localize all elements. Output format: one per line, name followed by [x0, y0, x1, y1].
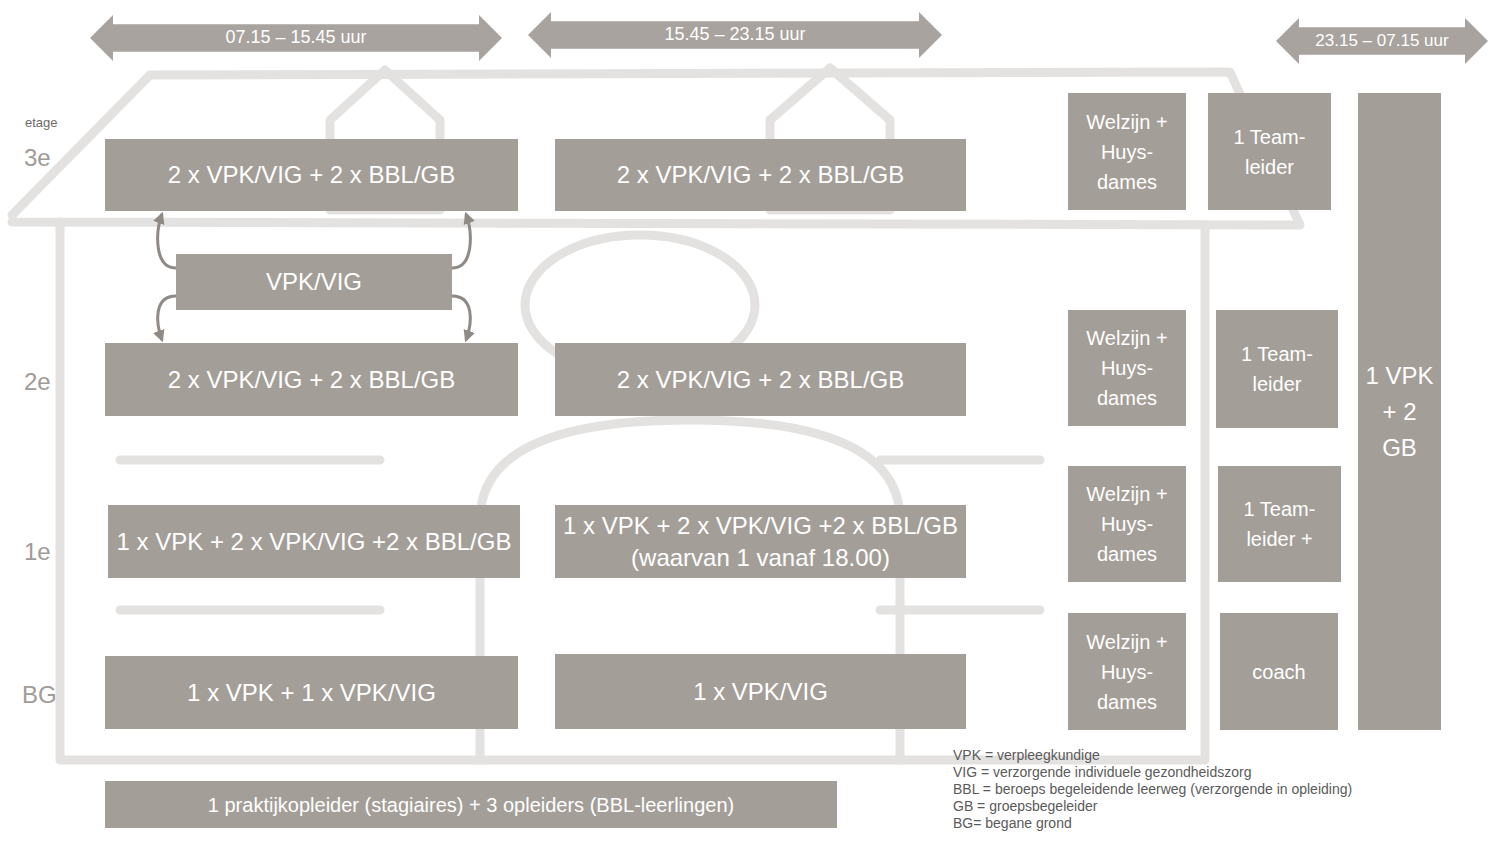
- curved-arrow: [452, 296, 470, 340]
- staff-box: Welzijn + Huys-dames: [1068, 613, 1186, 730]
- box-text: 2 x VPK/VIG + 2 x BBL/GB: [617, 364, 904, 395]
- legend-entry: VPK = verpleegkundige: [953, 747, 1100, 764]
- box-text: 1 x VPK/VIG: [693, 676, 828, 707]
- time-arrow: 23.15 – 07.15 uur: [1276, 18, 1488, 64]
- staff-box: 1 praktijkopleider (stagiaires) + 3 ople…: [105, 781, 837, 828]
- staff-box: 1 Team-leider: [1216, 310, 1338, 428]
- floor-label: 1e: [24, 538, 51, 566]
- staff-box: 1 x VPK/VIG: [555, 654, 966, 729]
- staff-box: 1 x VPK + 2 x VPK/VIG +2 x BBL/GB: [108, 505, 520, 578]
- staff-box: coach: [1220, 613, 1338, 730]
- floor-label: 2e: [24, 368, 51, 396]
- box-text: 2 x VPK/VIG + 2 x BBL/GB: [168, 159, 455, 190]
- box-text: 07.15 – 15.45 uur: [225, 27, 366, 49]
- time-arrow: 07.15 – 15.45 uur: [90, 15, 502, 61]
- staff-box: 1 x VPK + 2 x VPK/VIG +2 x BBL/GB (waarv…: [555, 505, 966, 578]
- staff-box: Welzijn + Huys-dames: [1068, 466, 1186, 582]
- legend-entry: VIG = verzorgende individuele gezondheid…: [953, 764, 1251, 781]
- staff-box: VPK/VIG: [176, 254, 452, 310]
- box-text: 1 Team-leider: [1221, 339, 1333, 399]
- curved-arrow: [158, 214, 176, 268]
- curved-arrow: [158, 296, 176, 340]
- box-text: Welzijn + Huys-dames: [1073, 323, 1181, 413]
- legend-text: BG= begane grond: [953, 815, 1072, 831]
- box-text: 1 Team-leider +: [1223, 494, 1336, 554]
- box-text: 1 x VPK + 2 x VPK/VIG +2 x BBL/GB (waarv…: [560, 510, 961, 572]
- legend-entry: GB = groepsbegeleider: [953, 798, 1097, 815]
- legend-entry: BG= begane grond: [953, 815, 1072, 832]
- box-text: Welzijn + Huys-dames: [1073, 627, 1181, 717]
- staff-box: Welzijn + Huys-dames: [1068, 310, 1186, 426]
- box-text: 2 x VPK/VIG + 2 x BBL/GB: [168, 364, 455, 395]
- box-text: 15.45 – 23.15 uur: [664, 24, 805, 46]
- staff-box: 1 Team-leider +: [1218, 466, 1341, 582]
- box-text: 23.15 – 07.15 uur: [1315, 31, 1448, 51]
- legend-text: VPK = verpleegkundige: [953, 747, 1100, 763]
- curved-arrow: [452, 214, 470, 268]
- box-text: Welzijn + Huys-dames: [1073, 107, 1181, 197]
- box-text: coach: [1252, 657, 1305, 687]
- staff-box: 1 x VPK + 1 x VPK/VIG: [105, 656, 518, 729]
- staff-box: 1 Team-leider: [1208, 93, 1331, 210]
- box-text: 1 x VPK + 2 x VPK/VIG +2 x BBL/GB: [117, 526, 512, 557]
- box-text: Welzijn + Huys-dames: [1073, 479, 1181, 569]
- floor-label: BG: [22, 681, 57, 709]
- staff-box: 2 x VPK/VIG + 2 x BBL/GB: [555, 139, 966, 211]
- time-arrow: 15.45 – 23.15 uur: [528, 12, 942, 58]
- staff-box: 2 x VPK/VIG + 2 x BBL/GB: [105, 343, 518, 416]
- box-text: 1 VPK + 2 GB: [1363, 358, 1436, 466]
- box-text: 1 Team-leider: [1213, 122, 1326, 182]
- box-text: 1 praktijkopleider (stagiaires) + 3 ople…: [208, 792, 734, 818]
- box-text: 2 x VPK/VIG + 2 x BBL/GB: [617, 159, 904, 190]
- box-text: VPK/VIG: [266, 266, 362, 297]
- staff-box: Welzijn + Huys-dames: [1068, 93, 1186, 210]
- axis-title: etage: [25, 115, 58, 130]
- box-text: 1 x VPK + 1 x VPK/VIG: [187, 677, 436, 708]
- staff-box: 2 x VPK/VIG + 2 x BBL/GB: [555, 343, 966, 416]
- staff-box: 1 VPK + 2 GB: [1358, 93, 1441, 730]
- staff-box: 2 x VPK/VIG + 2 x BBL/GB: [105, 139, 518, 211]
- legend-text: GB = groepsbegeleider: [953, 798, 1097, 814]
- floor-label: 3e: [24, 144, 51, 172]
- legend-text: BBL = beroeps begeleidende leerweg (verz…: [953, 781, 1352, 797]
- legend-entry: BBL = beroeps begeleidende leerweg (verz…: [953, 781, 1352, 798]
- legend-text: VIG = verzorgende individuele gezondheid…: [953, 764, 1251, 780]
